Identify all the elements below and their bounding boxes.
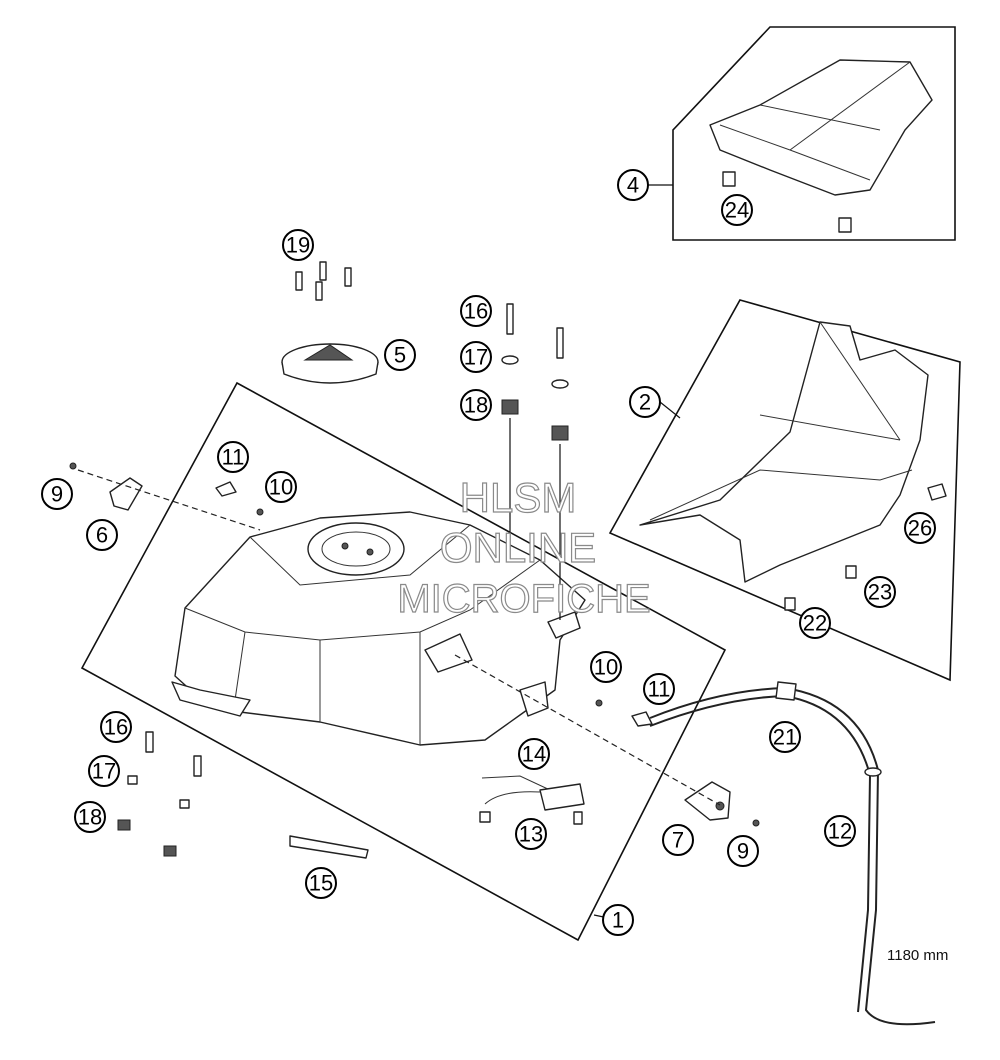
svg-text:10: 10 bbox=[269, 475, 293, 500]
breather-fitting-lower bbox=[595, 699, 653, 727]
callout-13: 13 bbox=[515, 818, 547, 850]
callout-22: 22 bbox=[799, 607, 831, 639]
svg-text:19: 19 bbox=[286, 233, 310, 258]
svg-text:21: 21 bbox=[773, 725, 797, 750]
watermark-line-2: ONLINE bbox=[440, 524, 596, 571]
rider-seat bbox=[639, 321, 947, 611]
svg-text:4: 4 bbox=[627, 173, 639, 198]
callout-9-upper: 9 bbox=[41, 478, 73, 510]
hose-length-label: 1180 mm bbox=[887, 947, 948, 964]
side-panel-left bbox=[69, 462, 261, 531]
callout-1: 1 bbox=[602, 904, 634, 936]
svg-text:9: 9 bbox=[51, 482, 63, 507]
callout-9-lower: 9 bbox=[727, 835, 759, 867]
callout-17-lower: 17 bbox=[88, 755, 120, 787]
passenger-seat bbox=[709, 59, 933, 233]
svg-text:18: 18 bbox=[464, 393, 488, 418]
callout-17-upper: 17 bbox=[460, 341, 492, 373]
svg-text:24: 24 bbox=[725, 198, 749, 223]
callout-10-upper: 10 bbox=[265, 471, 297, 503]
watermark-line-1: HLSM bbox=[460, 474, 577, 521]
leader-lines bbox=[593, 184, 681, 921]
svg-text:9: 9 bbox=[737, 839, 749, 864]
callout-10-lower: 10 bbox=[590, 651, 622, 683]
callout-4: 4 bbox=[617, 169, 649, 201]
callout-26: 26 bbox=[904, 512, 936, 544]
svg-text:16: 16 bbox=[104, 715, 128, 740]
callout-2: 2 bbox=[629, 386, 661, 418]
svg-text:2: 2 bbox=[639, 390, 651, 415]
tank-mount-hardware-lower bbox=[117, 731, 202, 857]
svg-text:12: 12 bbox=[828, 819, 852, 844]
svg-text:18: 18 bbox=[78, 805, 102, 830]
callout-12: 12 bbox=[824, 815, 856, 847]
fuel-tank bbox=[171, 511, 586, 746]
svg-text:11: 11 bbox=[222, 445, 245, 470]
svg-text:6: 6 bbox=[96, 523, 108, 548]
callout-16-upper: 16 bbox=[460, 295, 492, 327]
filler-cap bbox=[281, 343, 379, 384]
svg-text:10: 10 bbox=[594, 655, 618, 680]
tank-group-frame bbox=[80, 381, 727, 942]
svg-text:22: 22 bbox=[803, 611, 827, 636]
callout-23: 23 bbox=[864, 576, 896, 608]
svg-text:23: 23 bbox=[868, 580, 892, 605]
rider-seat-group-frame bbox=[608, 299, 961, 682]
svg-text:11: 11 bbox=[648, 677, 671, 702]
fuel-level-sensor bbox=[479, 775, 585, 825]
callout-16-lower: 16 bbox=[100, 711, 132, 743]
tank-trim-strip bbox=[289, 835, 369, 859]
callout-6: 6 bbox=[86, 519, 118, 551]
svg-text:16: 16 bbox=[464, 299, 488, 324]
svg-text:1: 1 bbox=[612, 908, 624, 933]
passenger-seat-group-frame bbox=[672, 26, 956, 241]
svg-text:7: 7 bbox=[672, 828, 684, 853]
breather-fitting-upper bbox=[215, 481, 264, 516]
callout-18-upper: 18 bbox=[460, 389, 492, 421]
svg-text:26: 26 bbox=[908, 516, 932, 541]
tank-mount-hardware-upper bbox=[501, 303, 569, 620]
svg-text:13: 13 bbox=[519, 822, 543, 847]
callout-11-lower: 11 bbox=[643, 673, 675, 705]
callout-5: 5 bbox=[384, 339, 416, 371]
svg-text:17: 17 bbox=[92, 759, 116, 784]
watermark: HLSM ONLINE MICROFICHE bbox=[397, 473, 652, 621]
watermark-line-3: MICROFICHE bbox=[397, 577, 650, 621]
svg-text:5: 5 bbox=[394, 343, 406, 368]
callout-7: 7 bbox=[662, 824, 694, 856]
callout-19: 19 bbox=[282, 229, 314, 261]
callout-11-upper: 11 bbox=[217, 441, 249, 473]
svg-text:14: 14 bbox=[522, 742, 546, 767]
callout-15: 15 bbox=[305, 867, 337, 899]
side-panel-right bbox=[454, 654, 760, 827]
breather-hose bbox=[649, 681, 936, 1026]
callout-21: 21 bbox=[769, 721, 801, 753]
screw-set-19 bbox=[295, 261, 352, 301]
svg-text:17: 17 bbox=[464, 345, 488, 370]
svg-text:15: 15 bbox=[309, 871, 333, 896]
callout-14: 14 bbox=[518, 738, 550, 770]
callout-24: 24 bbox=[721, 194, 753, 226]
callout-18-lower: 18 bbox=[74, 801, 106, 833]
